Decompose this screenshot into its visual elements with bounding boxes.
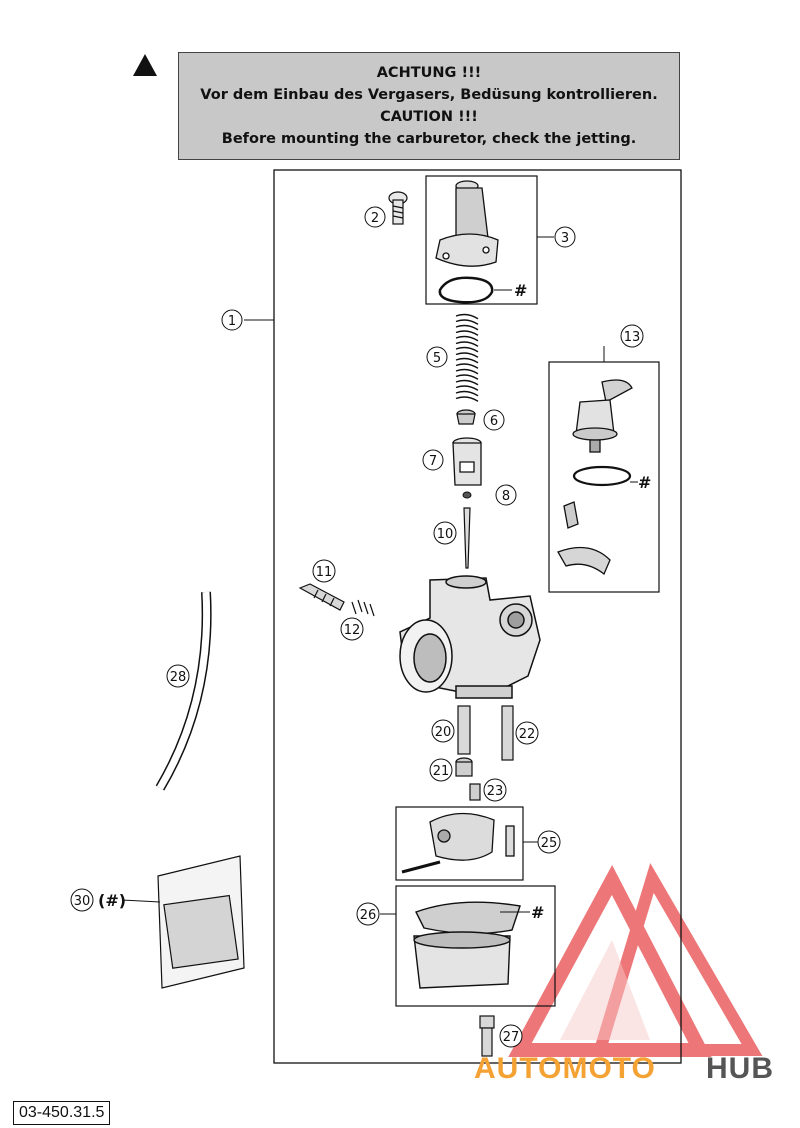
part-30-jet-kit-bag xyxy=(157,855,245,989)
part-2-screw xyxy=(388,191,408,225)
svg-text:30: 30 xyxy=(74,894,91,909)
svg-text:13: 13 xyxy=(624,330,641,345)
part-21-jet xyxy=(455,757,473,777)
part-5-spring xyxy=(455,313,479,402)
part-13-choke-assembly xyxy=(557,379,633,576)
part-22-jet xyxy=(501,705,514,761)
part-6-retainer xyxy=(456,409,476,425)
part-3-gasket xyxy=(438,276,494,304)
hash-mark-26: # xyxy=(531,903,544,922)
svg-text:2: 2 xyxy=(371,211,379,226)
svg-text:12: 12 xyxy=(344,623,361,638)
box-part-26 xyxy=(395,885,556,1007)
callout-8: 8 xyxy=(495,484,517,506)
callout-13: 13 xyxy=(620,324,644,348)
callout-23: 23 xyxy=(483,778,507,802)
part-12-spring xyxy=(351,599,375,617)
callout-30-suffix: (#) xyxy=(98,891,126,910)
hash-mark-13: # xyxy=(638,473,651,492)
callout-21: 21 xyxy=(429,758,453,782)
part-10-needle xyxy=(463,507,471,569)
watermark-text-hub: HUB xyxy=(706,1052,774,1085)
carburetor-body xyxy=(399,575,541,699)
svg-text:25: 25 xyxy=(541,836,558,851)
part-25-float xyxy=(401,812,515,874)
svg-text:6: 6 xyxy=(490,414,498,429)
part-20-jet xyxy=(457,705,471,755)
callout-12: 12 xyxy=(340,617,364,641)
svg-text:27: 27 xyxy=(503,1030,520,1045)
box-part-3 xyxy=(425,175,538,305)
warning-line-1: ACHTUNG !!! xyxy=(376,65,482,81)
svg-text:28: 28 xyxy=(170,670,187,685)
watermark-logo xyxy=(508,863,763,1057)
svg-text:8: 8 xyxy=(502,489,510,504)
part-28-hose xyxy=(155,591,212,791)
svg-text:10: 10 xyxy=(437,527,454,542)
svg-text:7: 7 xyxy=(429,454,437,469)
warning-box: ACHTUNG !!! Vor dem Einbau des Vergasers… xyxy=(178,52,680,160)
part-3-top-cap xyxy=(435,180,499,267)
part-11-screw xyxy=(298,583,345,611)
warning-triangle-icon xyxy=(133,54,157,76)
main-assembly-frame xyxy=(273,169,682,1064)
svg-text:21: 21 xyxy=(433,764,450,779)
warning-line-2: Vor dem Einbau des Vergasers, Bedüsung k… xyxy=(200,87,658,103)
part-7-throttle-slide xyxy=(452,437,482,486)
callout-22: 22 xyxy=(515,721,539,745)
callout-6: 6 xyxy=(483,409,505,431)
watermark-text-automoto: AUTOMOTO xyxy=(474,1052,656,1085)
part-23-jet xyxy=(469,783,481,801)
callout-10: 10 xyxy=(433,521,457,545)
warning-line-4: Before mounting the carburetor, check th… xyxy=(221,131,637,147)
svg-text:1: 1 xyxy=(228,314,236,329)
callout-25: 25 xyxy=(537,830,561,854)
callout-7: 7 xyxy=(422,449,444,471)
part-27-screw xyxy=(479,1015,495,1057)
svg-text:3: 3 xyxy=(561,231,569,246)
callout-3: 3 xyxy=(554,226,576,248)
callout-11: 11 xyxy=(312,559,336,583)
svg-text:26: 26 xyxy=(360,908,377,923)
part-26-float-bowl xyxy=(413,901,521,989)
svg-text:5: 5 xyxy=(433,351,441,366)
hash-mark-3: # xyxy=(514,281,527,300)
svg-text:20: 20 xyxy=(435,725,452,740)
callout-28: 28 xyxy=(166,664,190,688)
callout-27: 27 xyxy=(499,1024,523,1048)
callout-26: 26 xyxy=(356,902,380,926)
callout-5: 5 xyxy=(426,346,448,368)
warning-line-3: CAUTION !!! xyxy=(380,109,478,125)
leader-lines xyxy=(121,236,638,915)
reference-code: 03-450.31.5 xyxy=(13,1101,111,1125)
part-8-clip xyxy=(462,491,472,499)
svg-text:11: 11 xyxy=(316,565,333,580)
svg-text:22: 22 xyxy=(519,727,536,742)
svg-text:23: 23 xyxy=(487,784,504,799)
callout-30: 30 xyxy=(70,888,94,912)
callout-20: 20 xyxy=(431,719,455,743)
callout-2: 2 xyxy=(364,206,386,228)
box-part-25 xyxy=(395,806,524,881)
callout-1: 1 xyxy=(221,309,243,331)
